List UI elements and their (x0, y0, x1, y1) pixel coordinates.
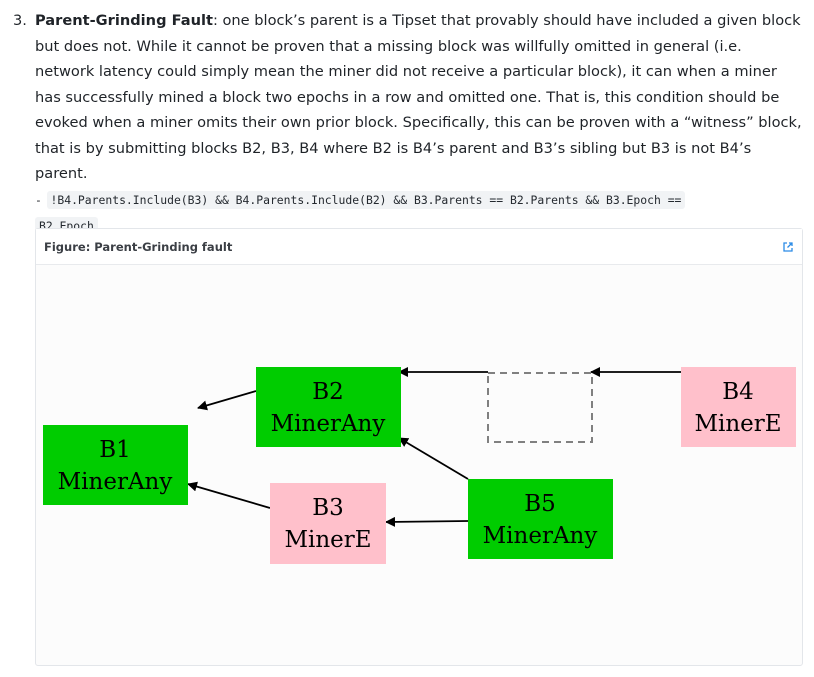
parent-grinding-graph: B1 MinerAny B2 MinerAny B3 MinerE B4 Min… (43, 367, 796, 564)
node-b3-label: B3 (312, 495, 344, 521)
code-dash: - (35, 192, 42, 207)
paragraph-line-6: that is by submitting blocks B2, B3, B4 … (35, 139, 752, 183)
node-b4-label: B4 (722, 379, 754, 405)
edge-b5-b3 (385, 516, 469, 527)
node-b1: B1 MinerAny (43, 425, 188, 505)
term-heading: Parent-Grinding Fault (35, 12, 213, 29)
paragraph-line-3: network latency could simply mean the mi… (35, 63, 777, 80)
figure-title: Figure: Parent-Grinding fault (44, 239, 233, 254)
edge-b3-b1 (187, 481, 271, 509)
figure-header: Figure: Parent-Grinding fault (36, 229, 802, 265)
paragraph-line-2: but does not. While it cannot be proven … (35, 37, 742, 55)
node-b3: B3 MinerE (270, 483, 386, 564)
edge-b2-b1 (197, 390, 257, 411)
node-b3-miner: MinerE (284, 527, 371, 553)
node-b2: B2 MinerAny (256, 367, 401, 447)
node-b5-label: B5 (524, 491, 556, 517)
node-b1-miner: MinerAny (58, 469, 173, 495)
list-item-parent-grinding-fault: 3. Parent-Grinding Fault: one block’s pa… (13, 8, 805, 240)
line-1-text: : one block’s parent is a Tipset that pr… (212, 12, 801, 29)
code-line-1-row: - !B4.Parents.Include(B3) && B4.Parents.… (35, 187, 805, 214)
node-b1-label: B1 (99, 437, 131, 463)
paragraph-line-4: has successfully mined a block two epoch… (35, 88, 780, 106)
node-b4-miner: MinerE (694, 411, 781, 437)
paragraph-line-1: Parent-Grinding Fault: one block’s paren… (35, 8, 805, 34)
list-number: 3. (13, 12, 27, 29)
figure-panel: Figure: Parent-Grinding fault B1 MinerAn… (35, 228, 803, 666)
external-link-icon[interactable] (782, 241, 794, 253)
node-b2-label: B2 (312, 379, 344, 405)
node-b5-miner: MinerAny (483, 523, 598, 549)
code-snippet-line-1: !B4.Parents.Include(B3) && B4.Parents.In… (46, 190, 686, 209)
node-b5: B5 MinerAny (468, 479, 613, 559)
node-b2-miner: MinerAny (271, 411, 386, 437)
node-missing (487, 372, 593, 443)
edge-b5-b2 (398, 437, 469, 480)
node-b4: B4 MinerE (681, 367, 796, 447)
paragraph-line-5: evoked when a miner omits their own prio… (35, 114, 802, 131)
item-paragraph: Parent-Grinding Fault: one block’s paren… (35, 8, 805, 240)
